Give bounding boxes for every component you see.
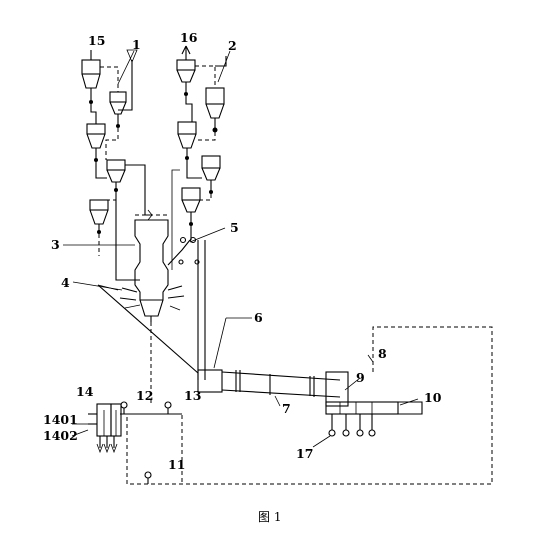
label-2: 2: [228, 38, 237, 53]
filter-unit: [88, 403, 122, 454]
right-preheater-string: [171, 45, 227, 380]
cyclone: [205, 87, 225, 133]
left-preheater-string: [81, 49, 153, 281]
label-10: 10: [424, 390, 442, 405]
calciner: [119, 214, 200, 322]
cyclone: [106, 159, 126, 192]
label-7: 7: [282, 401, 291, 416]
label-1401: 1401: [43, 412, 78, 427]
label-6: 6: [254, 310, 263, 325]
cyclone: [86, 123, 106, 162]
figure-caption: 图 1: [258, 510, 281, 524]
label-1: 1: [132, 37, 141, 52]
label-3: 3: [51, 237, 60, 252]
cyclone: [177, 121, 197, 160]
label-15: 15: [88, 33, 105, 48]
label-13: 13: [184, 388, 201, 403]
cyclone: [201, 155, 221, 194]
label-9: 9: [356, 370, 365, 385]
label-5: 5: [230, 220, 239, 235]
label-12: 12: [136, 388, 153, 403]
label-11: 11: [168, 457, 185, 472]
label-4: 4: [61, 275, 70, 290]
cyclone: [176, 59, 196, 96]
label-1402: 1402: [43, 428, 78, 443]
cyclone: [89, 199, 109, 234]
rotary-kiln: [197, 369, 349, 407]
grate-cooler: [325, 401, 423, 437]
label-16: 16: [180, 30, 198, 45]
label-17: 17: [296, 446, 313, 461]
label-14: 14: [76, 384, 94, 399]
cyclone: [81, 59, 101, 104]
cyclone: [181, 187, 201, 226]
label-8: 8: [378, 346, 387, 361]
